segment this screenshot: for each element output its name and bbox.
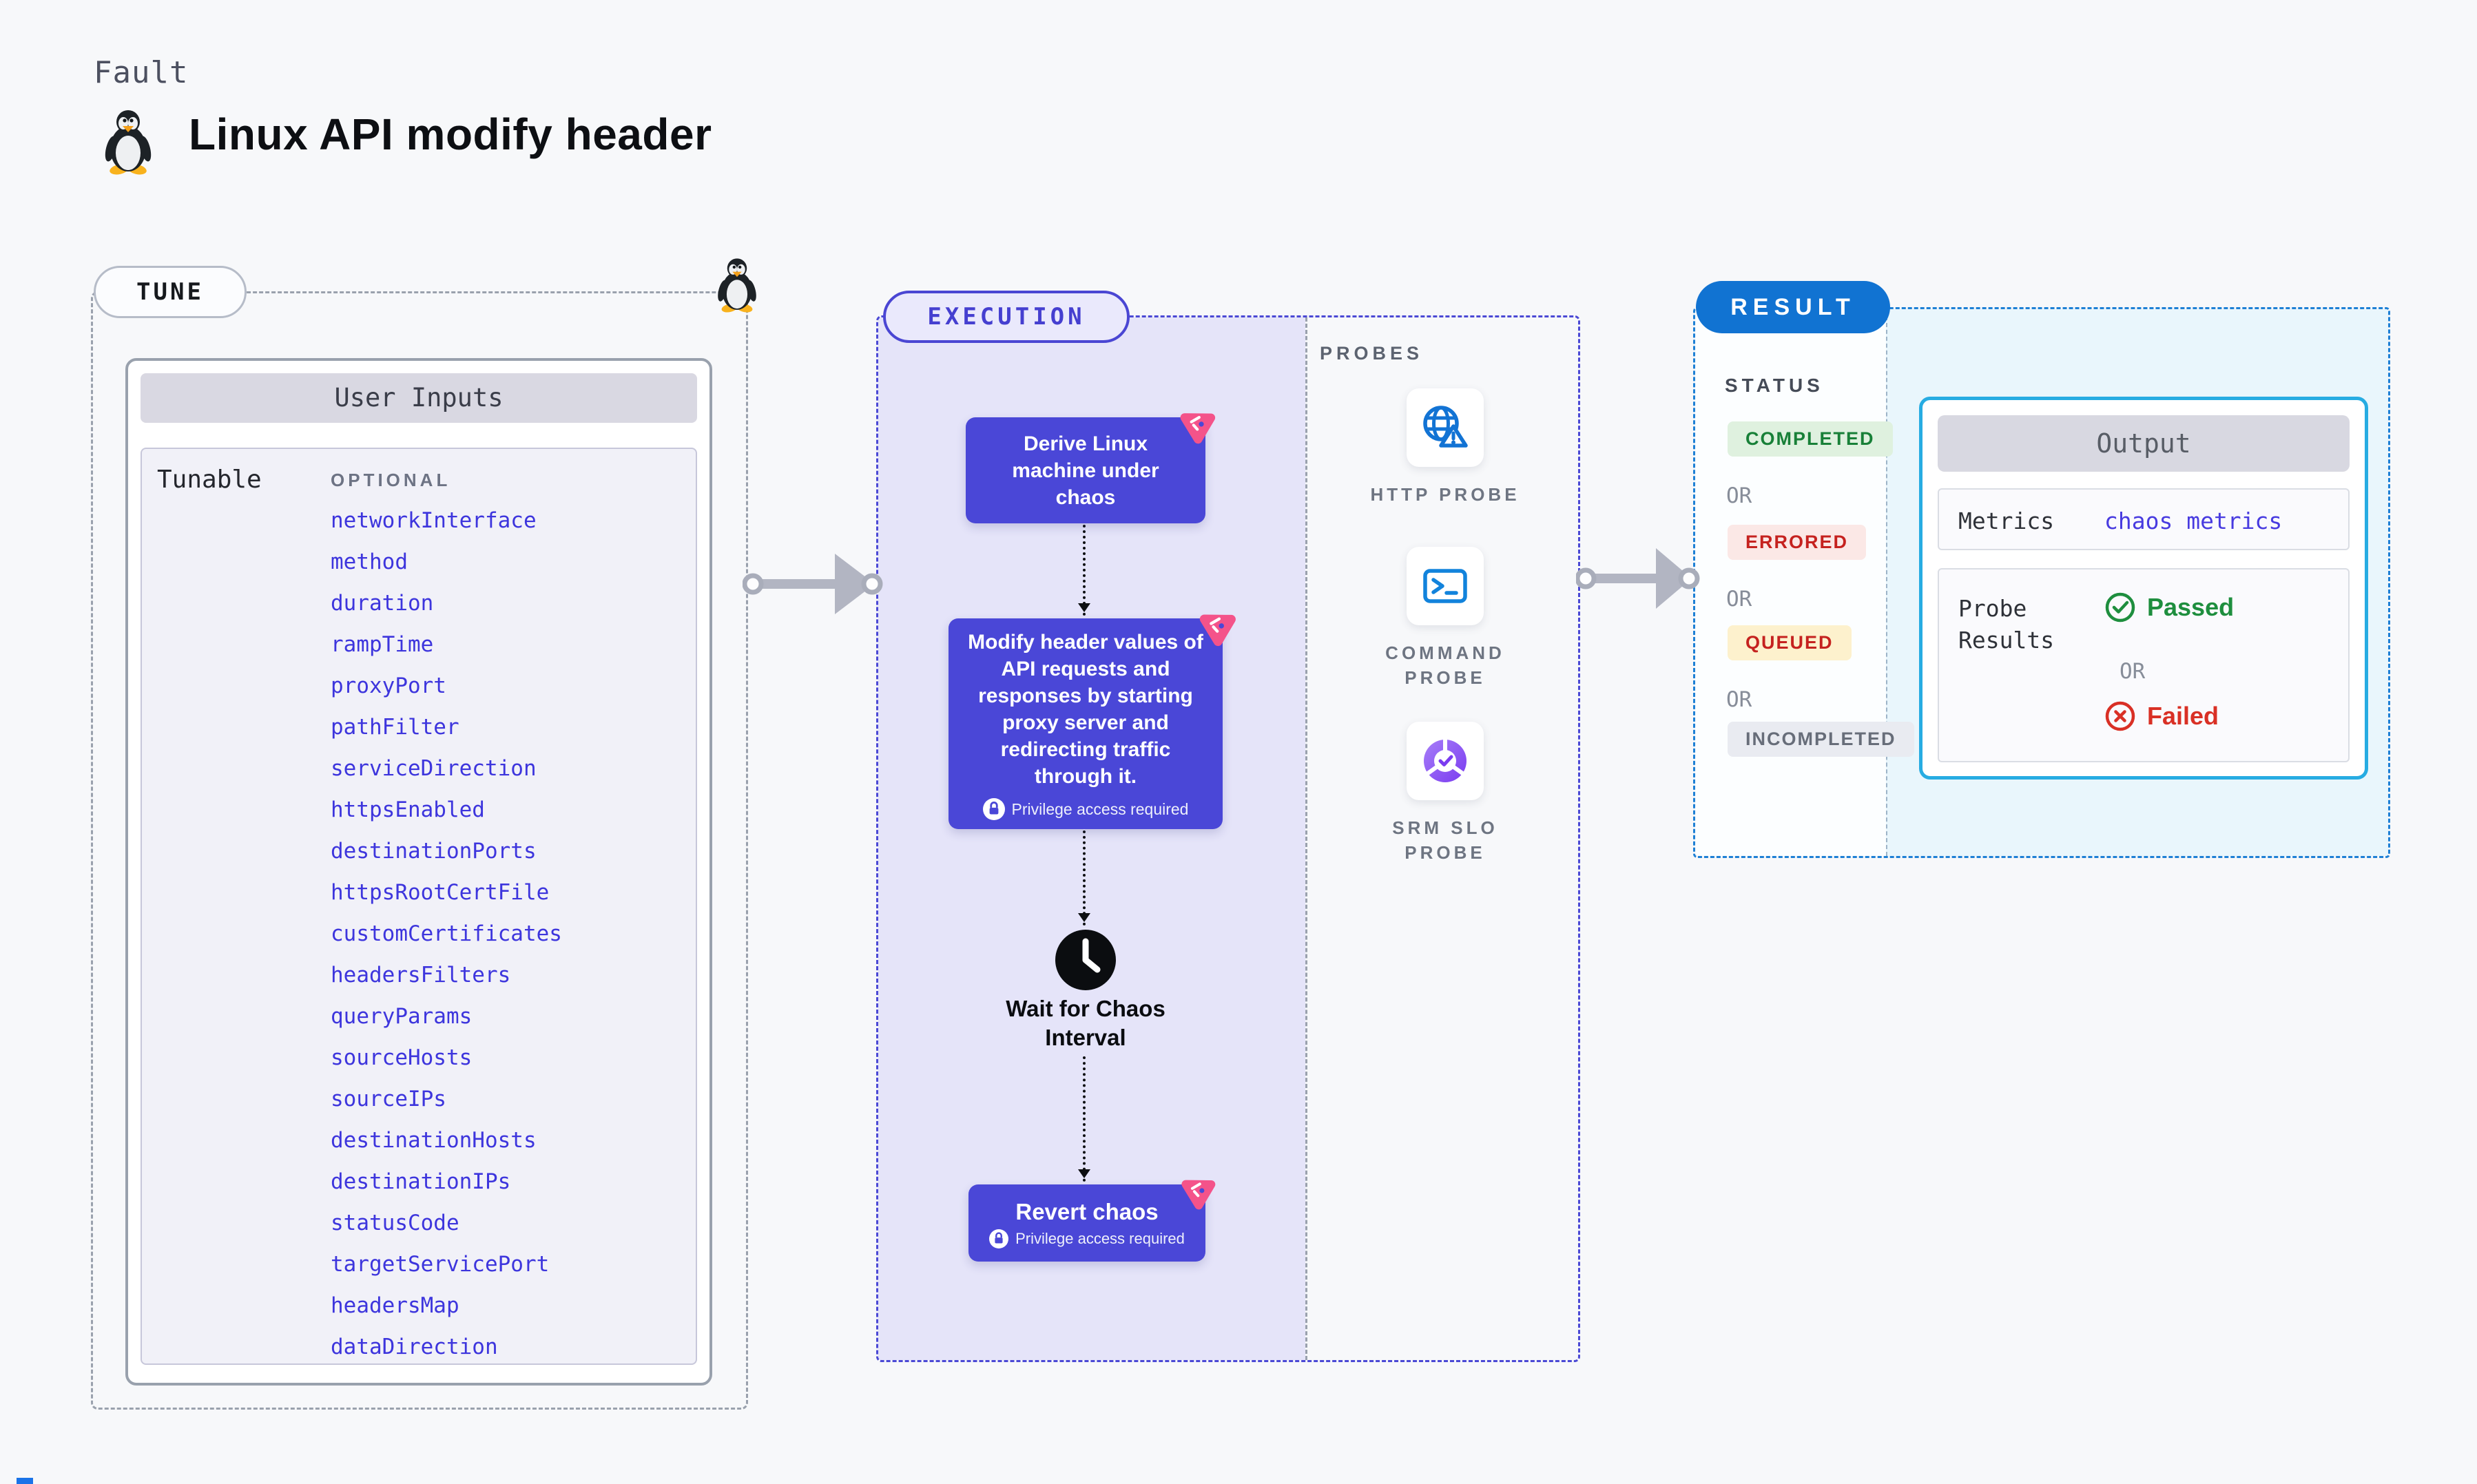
execution-to-result-arrow — [1576, 548, 1700, 609]
metrics-row: Metrics chaos metrics — [1938, 488, 2350, 550]
tux-penguin-corner-icon — [718, 258, 756, 313]
check-circle-icon — [2105, 592, 2135, 623]
http-probe-card — [1407, 388, 1484, 467]
param-link[interactable]: method — [331, 550, 408, 574]
clock-icon — [1055, 930, 1116, 990]
privilege-row: Privilege access required — [982, 798, 1189, 820]
litmus-chaos-icon — [1181, 1180, 1216, 1210]
probes-label: PROBES — [1320, 343, 1424, 364]
tune-badge: TUNE — [94, 266, 247, 318]
srm-slo-probe-card — [1407, 722, 1484, 800]
step-revert-chaos: Revert chaos Privilege access required — [968, 1184, 1205, 1262]
param-link[interactable]: destinationPorts — [331, 839, 537, 864]
probe-results-row: Probe Results Passed OR Failed — [1938, 568, 2350, 762]
param-link[interactable]: headersFilters — [331, 963, 511, 987]
status-badge-errored: ERRORED — [1728, 525, 1867, 560]
execution-badge: EXECUTION — [883, 291, 1130, 343]
page-title: Linux API modify header — [189, 109, 712, 159]
slo-pie-check-icon — [1424, 738, 1466, 782]
optional-column-label: OPTIONAL — [331, 470, 451, 490]
metrics-label: Metrics — [1958, 508, 2055, 534]
passed-row: Passed — [2104, 592, 2234, 623]
terminal-icon — [1423, 569, 1467, 603]
chaos-metrics-link[interactable]: chaos metrics — [2104, 508, 2283, 534]
step-derive-machine-text: Derive Linux machine under chaos — [1012, 432, 1159, 509]
privilege-row: Privilege access required — [989, 1229, 1185, 1248]
flow-arrow-down — [1078, 1056, 1090, 1182]
param-link[interactable]: pathFilter — [331, 715, 459, 740]
param-link[interactable]: httpsEnabled — [331, 797, 485, 822]
output-title: Output — [1938, 415, 2350, 472]
status-badge-queued: QUEUED — [1728, 625, 1852, 660]
flow-arrow-down — [1078, 830, 1090, 926]
tunable-list-panel: Tunable OPTIONAL networkInterface method… — [141, 448, 697, 1365]
x-circle-icon — [2105, 701, 2135, 731]
tunable-params-list: networkInterface method duration rampTim… — [331, 508, 562, 1376]
status-label: STATUS — [1725, 375, 1824, 396]
param-link[interactable]: serviceDirection — [331, 756, 537, 781]
param-link[interactable]: customCertificates — [331, 921, 562, 946]
status-column — [1695, 309, 1886, 856]
failed-label: Failed — [2147, 702, 2219, 730]
tux-penguin-icon — [105, 110, 152, 175]
command-probe-label: COMMAND PROBE — [1385, 642, 1505, 688]
step-modify-headers-text: Modify header values of API requests and… — [968, 631, 1203, 788]
tunable-row-label: Tunable — [157, 466, 262, 494]
status-badge-incompleted: INCOMPLETED — [1728, 722, 1914, 757]
privilege-text: Privilege access required — [1015, 1229, 1185, 1247]
bottom-left-accent — [17, 1478, 33, 1484]
output-card: Output Metrics chaos metrics Probe Resul… — [1919, 397, 2368, 780]
command-probe-card — [1407, 547, 1484, 625]
param-link[interactable]: destinationHosts — [331, 1128, 537, 1153]
param-link[interactable]: destinationIPs — [331, 1169, 511, 1194]
result-badge: RESULT — [1696, 281, 1890, 333]
param-link[interactable]: rampTime — [331, 632, 434, 657]
step-revert-chaos-text: Revert chaos — [1015, 1198, 1159, 1224]
flow-arrow-down — [1078, 525, 1090, 616]
param-link[interactable]: targetServicePort — [331, 1252, 550, 1277]
or-label: OR — [1726, 687, 1752, 712]
user-inputs-card: User Inputs Tunable OPTIONAL networkInte… — [125, 358, 712, 1386]
param-link[interactable]: statusCode — [331, 1211, 459, 1235]
step-modify-headers: Modify header values of API requests and… — [949, 618, 1223, 829]
param-link[interactable]: sourceHosts — [331, 1045, 473, 1070]
wait-chaos-interval-label: Wait for Chaos Interval — [1006, 996, 1165, 1050]
status-badge-completed: COMPLETED — [1728, 421, 1893, 457]
probe-results-label: Probe Results — [1958, 595, 2055, 654]
step-derive-machine: Derive Linux machine under chaos — [966, 417, 1205, 523]
passed-label: Passed — [2147, 593, 2235, 621]
user-inputs-title: User Inputs — [141, 373, 697, 423]
lock-icon — [982, 798, 1005, 820]
param-link[interactable]: queryParams — [331, 1004, 473, 1029]
probes-panel — [1305, 317, 1578, 1360]
param-link[interactable]: proxyPort — [331, 673, 446, 698]
param-link[interactable]: dataDirection — [331, 1335, 498, 1359]
lock-icon — [989, 1229, 1009, 1248]
or-label: OR — [1726, 483, 1752, 508]
or-label: OR — [2120, 659, 2146, 684]
param-link[interactable]: httpsRootCertFile — [331, 880, 550, 905]
tune-to-execution-arrow — [743, 554, 883, 614]
failed-row: Failed — [2104, 700, 2219, 732]
tune-region — [91, 291, 748, 1410]
litmus-chaos-icon — [1199, 614, 1236, 647]
param-link[interactable]: sourceIPs — [331, 1087, 446, 1111]
srm-slo-probe-label: SRM SLO PROBE — [1392, 817, 1498, 863]
http-probe-label: HTTP PROBE — [1370, 484, 1520, 505]
litmus-chaos-icon — [1180, 413, 1216, 444]
param-link[interactable]: duration — [331, 591, 434, 616]
privilege-text: Privilege access required — [1011, 800, 1189, 818]
or-label: OR — [1726, 587, 1752, 612]
param-link[interactable]: headersMap — [331, 1293, 459, 1318]
param-link[interactable]: networkInterface — [331, 508, 537, 533]
fault-eyebrow: Fault — [94, 55, 189, 90]
globe-alert-icon — [1423, 406, 1468, 448]
